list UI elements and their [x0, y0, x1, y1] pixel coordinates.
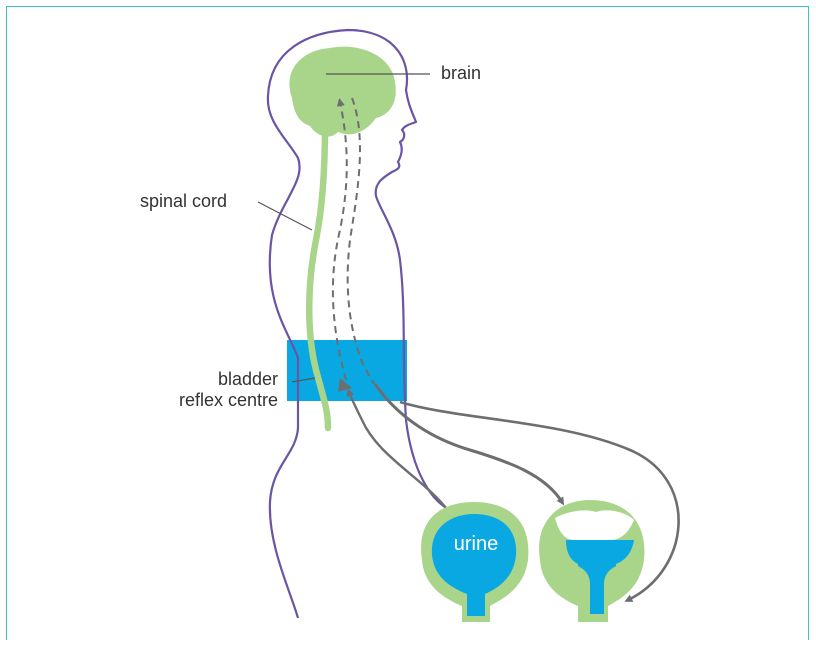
- ascending-signal-dashed-arrow: [333, 102, 347, 380]
- bladder-reflex-label-line2: reflex centre: [179, 390, 278, 411]
- brain-shape: [289, 47, 395, 137]
- bladder-reflex-band: [287, 340, 407, 401]
- full-bladder: [421, 502, 528, 622]
- urine-label: urine: [436, 533, 516, 556]
- bladder-reflex-centre-label: bladder reflex centre: [179, 369, 278, 411]
- bladder-reflex-label-line1: bladder: [179, 369, 278, 390]
- spinal-cord-label: spinal cord: [140, 191, 227, 212]
- brain-label: brain: [441, 63, 481, 84]
- emptying-bladder: [539, 500, 644, 622]
